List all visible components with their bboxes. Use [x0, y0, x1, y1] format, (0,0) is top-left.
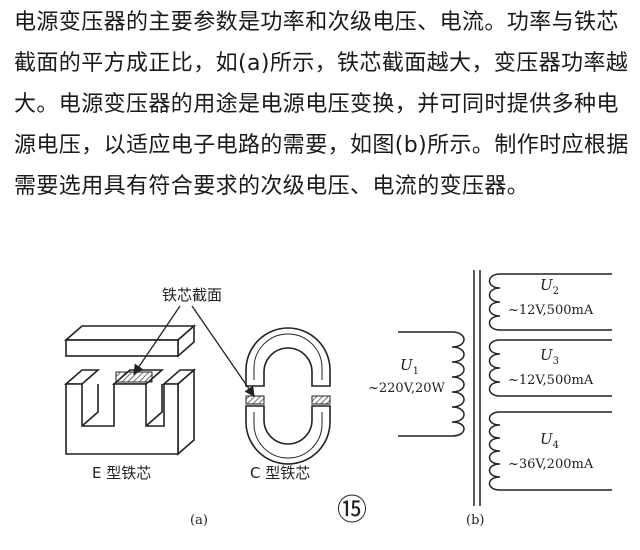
secondary-windings-shape [488, 273, 612, 491]
caption-b: (b) [466, 513, 484, 528]
secondary-u4-name: U4 [540, 430, 559, 451]
core-section-label: 铁芯截面 [162, 286, 222, 304]
part-a-diagram: 铁芯截面 E 型铁芯 C 型铁芯 (a) [63, 286, 331, 528]
primary-winding-shape [398, 331, 465, 437]
secondary-u2-name: U2 [540, 276, 559, 297]
secondary-u3-name: U3 [540, 346, 559, 367]
c-core-label: C 型铁芯 [250, 464, 310, 482]
c-core-section-hatch-left [245, 395, 265, 405]
primary-rating: ~220V,20W [368, 381, 445, 396]
core-section-pointers [133, 305, 255, 398]
c-core-section-hatch-right [311, 395, 331, 405]
c-core-shape [245, 327, 331, 465]
e-core-shape [63, 368, 197, 456]
e-core-label: E 型铁芯 [92, 464, 151, 482]
figure-number-text: ⑮ [337, 493, 367, 528]
figure-number: ⑮ [337, 493, 367, 528]
part-b-diagram: U1 ~220V,20W U2 ~12V,500mA U3 ~12V,500mA… [368, 270, 612, 528]
transformer-core-lines [473, 270, 481, 506]
caption-a: (a) [190, 513, 208, 528]
secondary-u3-rating: ~12V,500mA [508, 373, 594, 388]
secondary-u2-rating: ~12V,500mA [508, 303, 594, 318]
i-bar-shape [63, 324, 197, 358]
body-paragraph: 电源变压器的主要参数是功率和次级电压、电流。功率与铁芯截面的平方成正比，如(a)… [14, 10, 629, 199]
secondary-u4-rating: ~36V,200mA [508, 457, 594, 472]
primary-name: U1 [400, 356, 419, 377]
